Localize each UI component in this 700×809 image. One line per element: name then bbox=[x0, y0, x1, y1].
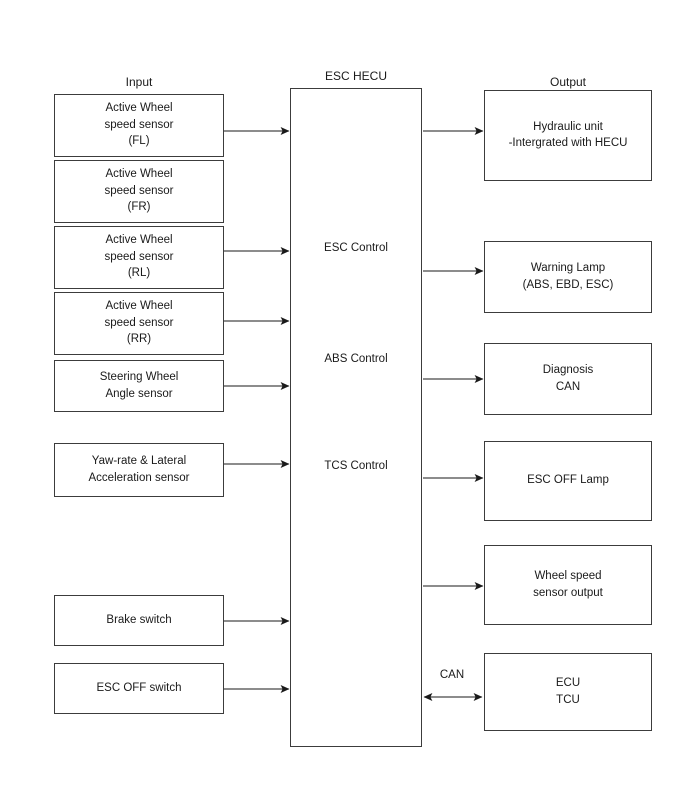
box-line: Diagnosis bbox=[542, 364, 594, 376]
input-box-brake-switch[interactable]: Brake switch bbox=[54, 595, 224, 646]
box-line: (RR) bbox=[126, 333, 152, 346]
hecu-function-abs-control: ABS Control bbox=[324, 353, 388, 365]
box-line: TCU bbox=[556, 693, 580, 706]
box-line: -Intergrated with HECU bbox=[508, 137, 628, 149]
box-line: speed sensor bbox=[104, 250, 174, 263]
box-line: Wheel speed bbox=[534, 570, 602, 582]
box-line: Active Wheel bbox=[105, 300, 173, 313]
box-line: Warning Lamp bbox=[530, 262, 606, 274]
input-box-esc-off-switch[interactable]: ESC OFF switch bbox=[54, 663, 224, 714]
box-line: ESC OFF Lamp bbox=[527, 474, 609, 487]
box-line: Active Wheel bbox=[105, 234, 173, 247]
hecu-function-esc-control: ESC Control bbox=[324, 242, 388, 254]
input-box-steering-wheel-angle-sensor[interactable]: Steering Wheel Angle sensor bbox=[54, 360, 224, 412]
box-line: CAN bbox=[555, 380, 581, 393]
esc-hecu-block[interactable]: ESC Control ABS Control TCS Control bbox=[290, 88, 422, 747]
box-line: Acceleration sensor bbox=[88, 471, 190, 484]
box-line: (FR) bbox=[127, 201, 151, 214]
box-line: Yaw-rate & Lateral bbox=[91, 455, 187, 467]
input-box-wheel-speed-sensor-rl[interactable]: Active Wheel speed sensor (RL) bbox=[54, 226, 224, 289]
box-line: speed sensor bbox=[104, 184, 174, 197]
box-line: (FL) bbox=[128, 135, 150, 148]
box-line: ECU bbox=[555, 677, 581, 689]
box-line: (RL) bbox=[127, 267, 151, 280]
input-box-wheel-speed-sensor-fl[interactable]: Active Wheel speed sensor (FL) bbox=[54, 94, 224, 157]
box-line: Active Wheel bbox=[105, 102, 173, 115]
output-box-ecu-tcu[interactable]: ECU TCU bbox=[484, 653, 652, 731]
hecu-function-tcs-control: TCS Control bbox=[324, 460, 388, 472]
output-box-hydraulic-unit[interactable]: Hydraulic unit -Intergrated with HECU bbox=[484, 90, 652, 181]
box-line: ESC OFF switch bbox=[96, 681, 182, 694]
input-box-wheel-speed-sensor-fr[interactable]: Active Wheel speed sensor (FR) bbox=[54, 160, 224, 223]
box-line: Angle sensor bbox=[105, 387, 173, 400]
box-line: Active Wheel bbox=[105, 168, 173, 181]
output-box-warning-lamp[interactable]: Warning Lamp (ABS, EBD, ESC) bbox=[484, 241, 652, 313]
output-box-diagnosis-can[interactable]: Diagnosis CAN bbox=[484, 343, 652, 415]
box-line: speed sensor bbox=[104, 118, 174, 131]
box-line: Steering Wheel bbox=[99, 371, 179, 383]
input-box-wheel-speed-sensor-rr[interactable]: Active Wheel speed sensor (RR) bbox=[54, 292, 224, 355]
column-title-output: Output bbox=[549, 75, 587, 89]
output-box-esc-off-lamp[interactable]: ESC OFF Lamp bbox=[484, 441, 652, 521]
column-title-input: Input bbox=[125, 75, 153, 89]
box-line: Hydraulic unit bbox=[533, 120, 603, 133]
box-line: sensor output bbox=[533, 586, 603, 599]
box-line: Brake switch bbox=[106, 613, 172, 626]
box-line: speed sensor bbox=[104, 316, 174, 329]
box-line: (ABS, EBD, ESC) bbox=[522, 278, 614, 291]
column-title-esc-hecu: ESC HECU bbox=[324, 69, 388, 83]
wire-label-can: CAN bbox=[439, 669, 465, 681]
output-box-wheel-speed-sensor-output[interactable]: Wheel speed sensor output bbox=[484, 545, 652, 625]
input-box-yaw-rate-lateral-acceleration-sensor[interactable]: Yaw-rate & Lateral Acceleration sensor bbox=[54, 443, 224, 497]
